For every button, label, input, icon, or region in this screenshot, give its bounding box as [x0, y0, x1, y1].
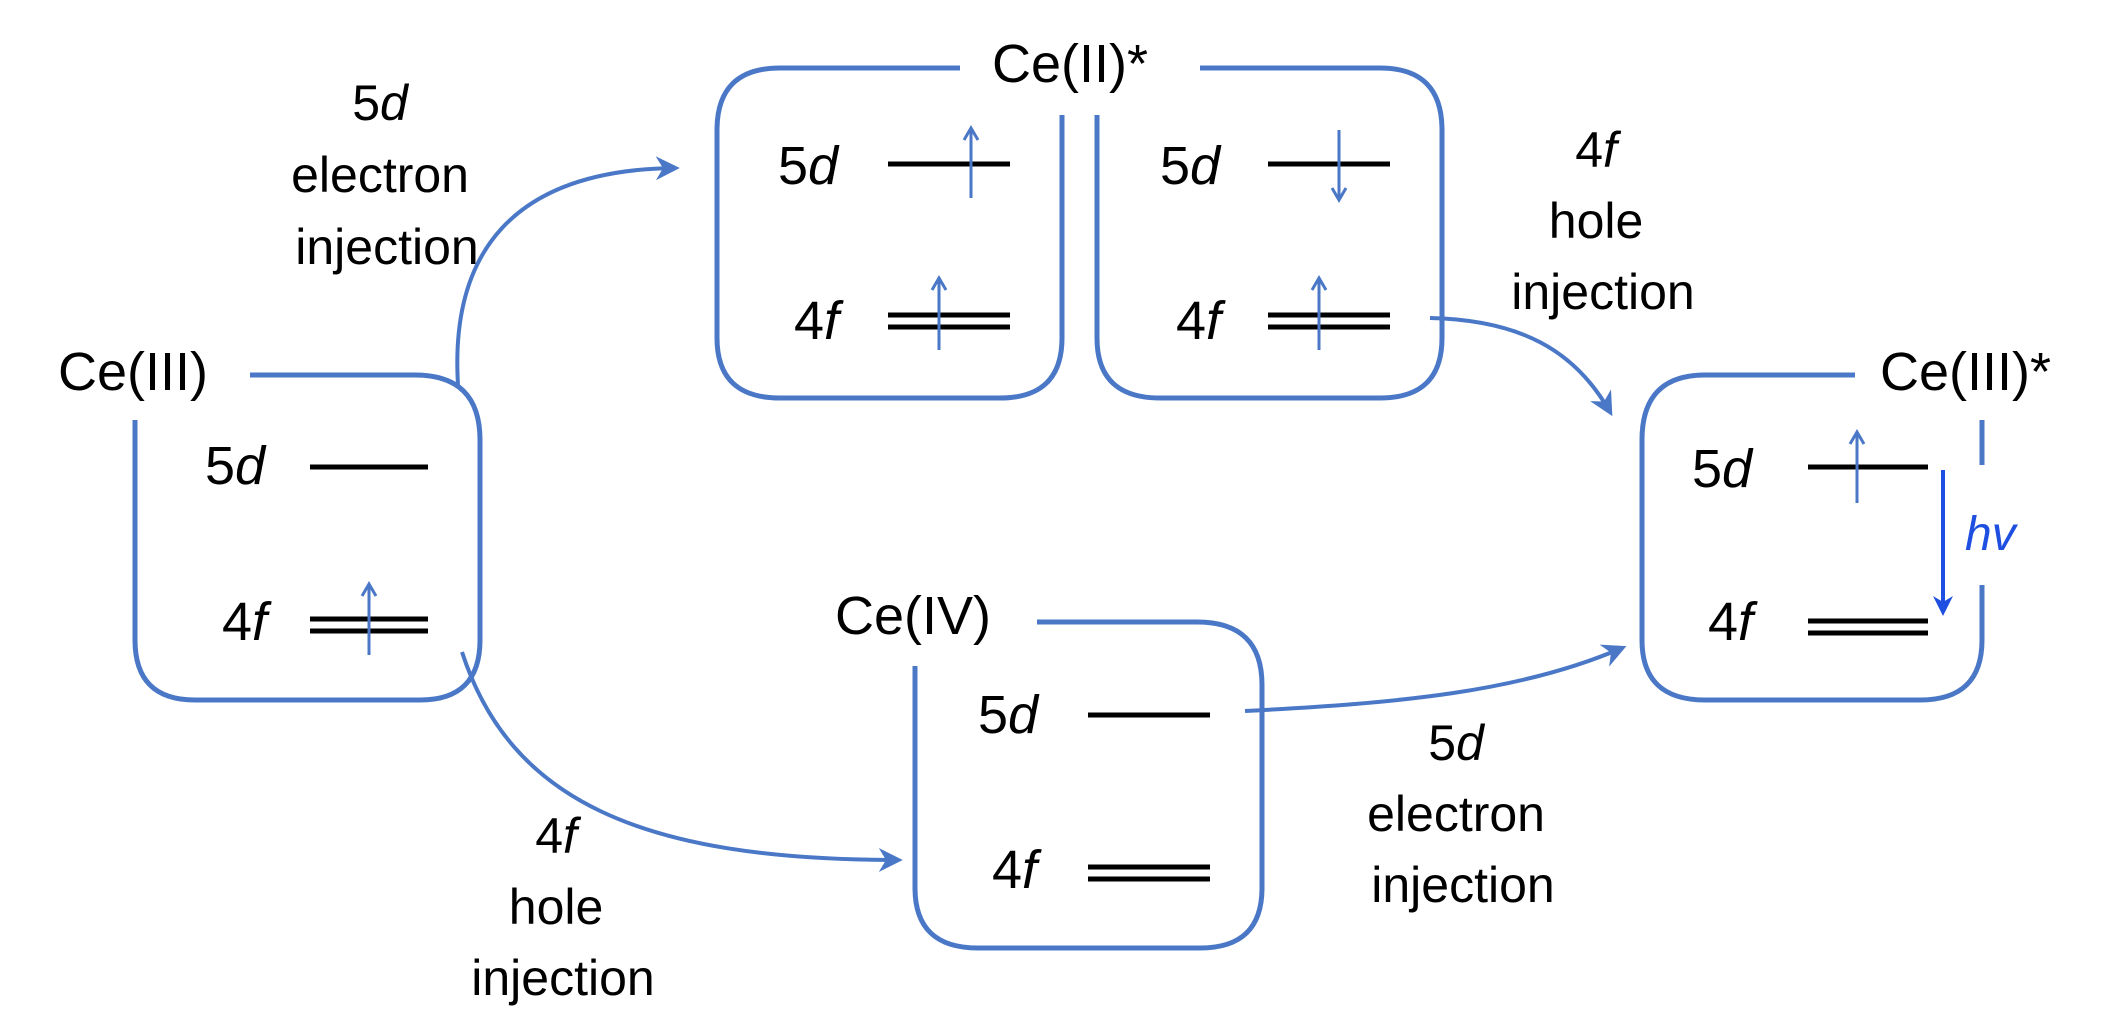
ce2-right-5d-spin-down-arrow	[1330, 130, 1348, 203]
ce3-frame	[132, 372, 483, 703]
ce2-right-5d-label: 5d	[1160, 136, 1222, 196]
transition-arrow-ce2-to-ce3x	[1429, 316, 1613, 417]
ce2-left-5d-spin-up-arrow	[962, 125, 980, 198]
ce2-left-frame	[714, 65, 1065, 401]
ce3x-5d-label: 5d	[1692, 439, 1754, 499]
emission-hv-label: hv	[1965, 508, 2019, 561]
ce3x-frame	[1639, 372, 1985, 703]
state-ce3: Ce(III) 5d 4f	[58, 342, 483, 703]
ce3x-label: Ce(III)*	[1880, 342, 2051, 402]
transition-arrow-ce3-to-ce4	[460, 651, 903, 872]
transition-arrow-ce4-to-ce3x	[1244, 644, 1627, 713]
transition-arrow-ce3-to-ce2	[455, 156, 680, 386]
state-ce3-excited: Ce(III)* 5d 4f hv	[1639, 342, 2051, 703]
ce2-label: Ce(II)*	[992, 34, 1148, 94]
state-ce2-excited: Ce(II)* 5d 4f 5d 4f	[714, 34, 1445, 401]
caption-4f-hole-injection-top: 4f hole injection	[1511, 122, 1694, 320]
caption-5d-electron-injection-top: 5d electron injection	[291, 75, 483, 275]
ce4-frame	[912, 619, 1265, 951]
ce2-right-4f-label: 4f	[1176, 291, 1226, 351]
ce4-label: Ce(IV)	[835, 586, 991, 646]
state-ce4: Ce(IV) 5d 4f	[835, 586, 1265, 951]
ce2-left-5d-label: 5d	[778, 136, 840, 196]
ce3-4f-label: 4f	[222, 592, 272, 652]
caption-4f-hole-injection-bottom: 4f hole injection	[471, 808, 654, 1006]
ce3x-5d-spin-up-arrow	[1848, 429, 1866, 503]
ce3-label: Ce(III)	[58, 342, 208, 402]
ce2-left-4f-label: 4f	[794, 291, 844, 351]
ce4-4f-label: 4f	[992, 840, 1042, 900]
ce2-right-frame	[1094, 65, 1445, 401]
ce2-right-4f-spin-up-arrow	[1310, 275, 1328, 350]
ce2-left-4f-spin-up-arrow	[930, 275, 948, 350]
ce3-4f-spin-up-arrow	[360, 581, 378, 655]
ce4-5d-label: 5d	[978, 685, 1040, 745]
ce3-5d-label: 5d	[205, 436, 267, 496]
caption-5d-electron-injection-bottom: 5d electron injection	[1367, 715, 1559, 913]
ce3x-4f-label: 4f	[1708, 592, 1758, 652]
